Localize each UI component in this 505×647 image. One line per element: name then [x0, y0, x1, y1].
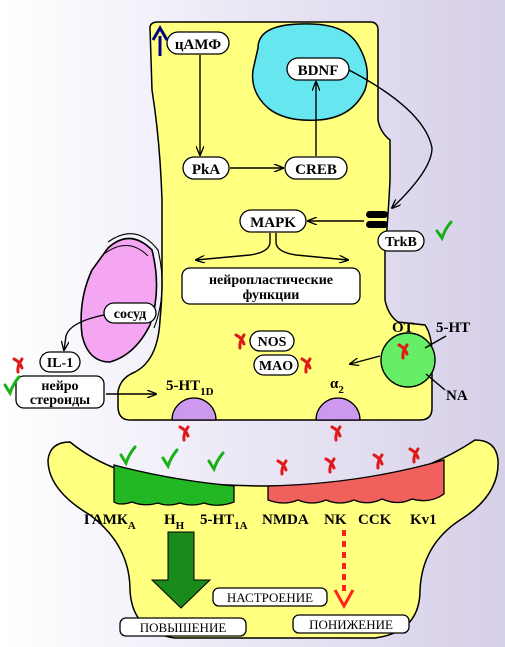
il1-node: IL-1: [39, 351, 81, 373]
arrow-mapk-neuroplastic-left: [196, 233, 271, 260]
arrow-mapk-neuroplastic-right: [275, 233, 348, 260]
nk-label: NK: [324, 512, 347, 528]
pka-label: PkA: [192, 162, 221, 178]
nos-label: NOS: [258, 335, 287, 350]
neurosteroids-label-line2: стероиды: [30, 393, 90, 408]
pka-node: PkA: [182, 156, 230, 180]
increase-node: ПОВЫШЕНИЕ: [119, 617, 247, 637]
gaba-label: ГАМКА: [84, 512, 136, 532]
line-na-ot: [425, 373, 446, 391]
mao-node: MAO: [253, 354, 299, 376]
cross-mark-icon: [12, 333, 420, 476]
serotonin-label: 5-HT: [436, 320, 470, 336]
arrow-bdnf-trkb: [348, 69, 433, 208]
receptor-5ht1d: [171, 397, 217, 421]
nos-node: NOS: [249, 330, 295, 352]
vessel-node: сосуд: [103, 302, 157, 324]
bdnf-node: BDNF: [286, 57, 350, 81]
cck-label: CCK: [358, 512, 392, 528]
green-receptor-region: [113, 464, 235, 506]
neurosteroids-node: нейро стероиды: [15, 375, 105, 409]
increase-arrow: [150, 531, 212, 609]
increase-label: ПОВЫШЕНИЕ: [140, 620, 227, 635]
mood-node: НАСТРОЕНИЕ: [212, 587, 328, 607]
mood-label: НАСТРОЕНИЕ: [227, 590, 313, 605]
neuroplastic-label-line1: нейропластические: [209, 273, 333, 288]
il1-label: IL-1: [47, 356, 73, 371]
decrease-node: ПОНИЖЕНИЕ: [292, 614, 410, 634]
line-serotonin-ot: [424, 335, 447, 349]
nmda-label: NMDA: [262, 512, 309, 528]
ot-label: ОТ: [392, 320, 414, 336]
decrease-arrowhead: [333, 589, 355, 610]
mapk-label: MAPK: [250, 215, 296, 231]
receptor-alpha2: [315, 397, 361, 421]
arrow-vessel-il1: [64, 314, 105, 350]
mao-label: MAO: [259, 359, 293, 374]
camp-label: цАМФ: [175, 37, 221, 53]
ht1a-label: 5-HT1A: [200, 512, 248, 532]
up-arrow-icon: [151, 25, 169, 56]
trkb-node: TrkB: [377, 230, 425, 252]
check-mark-icon: [3, 220, 453, 473]
camp-node: цАМФ: [166, 31, 230, 55]
neuroplastic-label-line2: функции: [243, 288, 300, 303]
ot-circle: [380, 332, 436, 388]
vessel-label: сосуд: [114, 307, 146, 322]
kv1-label: Kv1: [410, 512, 437, 528]
neurosteroids-label-line1: нейро: [41, 379, 78, 394]
arrow-ot-mao: [350, 355, 381, 364]
creb-label: CREB: [295, 162, 337, 178]
receptor-5ht1d-label: 5-HT1D: [166, 378, 214, 398]
mapk-node: MAPK: [239, 209, 307, 233]
receptor-alpha2-label: α2: [330, 376, 344, 396]
h-label: HH: [164, 512, 185, 532]
bdnf-label: BDNF: [298, 63, 339, 79]
neuroplastic-functions-node: нейропластические функции: [181, 267, 361, 305]
trkb-receptor-icon: [366, 211, 388, 228]
red-receptor-region: [267, 459, 445, 504]
creb-node: CREB: [284, 156, 348, 180]
vessel: [80, 233, 163, 363]
na-label: NA: [446, 388, 468, 404]
decrease-label: ПОНИЖЕНИЕ: [309, 617, 393, 632]
trkb-label: TrkB: [385, 235, 417, 250]
